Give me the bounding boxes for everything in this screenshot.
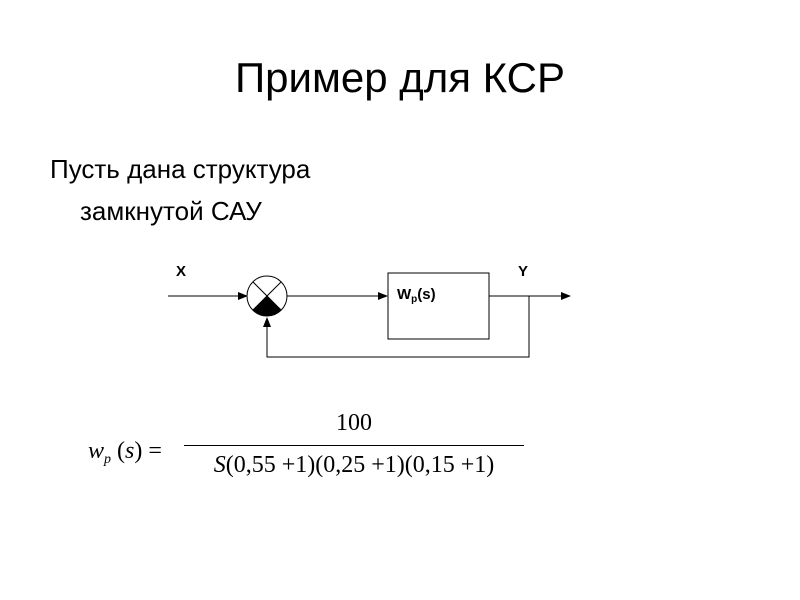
formula-paren-open: (: [111, 438, 126, 464]
formula-subscript: p: [104, 452, 112, 467]
summing-junction: [246, 275, 288, 317]
body-text-line-1: Пусть дана структура: [50, 154, 311, 184]
formula-den-S: S: [213, 452, 226, 478]
slide-title: Пример для КСР: [234, 54, 566, 101]
formula-w: w: [88, 438, 105, 464]
formula-denominator: S(0,55 +1)(0,25 +1)(0,15 +1): [184, 452, 524, 479]
formula-lhs: wp (s) =: [88, 438, 162, 468]
fraction-bar: [184, 445, 524, 446]
negative-sector: [253, 296, 281, 316]
formula-numerator: 100: [336, 410, 372, 436]
input-label: X: [176, 263, 186, 280]
formula-s: s: [125, 438, 135, 464]
transfer-function-block: [387, 272, 490, 340]
output-label: Y: [518, 263, 528, 280]
transfer-function-formula: wp (s) = 100 S(0,55 +1)(0,25 +1)(0,15 +1…: [88, 410, 548, 490]
slide-body-text: Пусть дана структура замкнутой САУ: [50, 148, 310, 232]
feedback-path: [263, 296, 530, 358]
body-text-line-2: замкнутой САУ: [80, 196, 262, 226]
formula-den-factors: (0,55 +1)(0,25 +1)(0,15 +1): [225, 452, 495, 478]
formula-paren-close-eq: ) =: [134, 438, 162, 464]
block-label: Wp(s): [397, 286, 436, 305]
